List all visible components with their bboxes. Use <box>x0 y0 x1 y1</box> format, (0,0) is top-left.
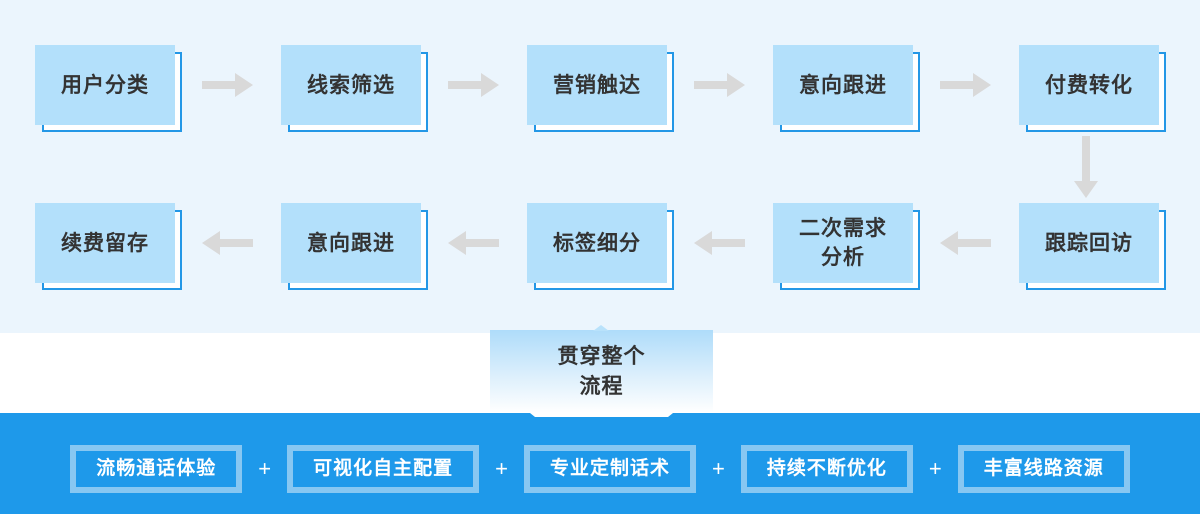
arrow-shaft <box>466 239 499 247</box>
flow-step-label: 用户分类 <box>61 73 149 97</box>
feature-rich-line-resources: 丰富线路资源 <box>957 445 1130 493</box>
plus-separator: + <box>258 456 272 481</box>
arrow-head <box>940 231 958 255</box>
plus-separator: + <box>712 456 725 481</box>
arrow-head <box>448 231 466 255</box>
arrow-head <box>694 231 712 255</box>
arrow-head <box>727 73 745 97</box>
flow-step-renewal-retention: 续费留存 <box>35 203 182 290</box>
feature-visual-self-configuration: 可视化自主配置 <box>287 445 480 493</box>
flow-step-label: 付费转化 <box>1045 73 1133 97</box>
arrow-shaft <box>958 239 991 247</box>
flow-step-tag-segmentation: 标签细分 <box>527 203 674 290</box>
feature-professional-custom-scripts: 专业定制话术 <box>523 445 696 493</box>
arrow-head <box>481 73 499 97</box>
full-process-banner: 贯穿整个 流程 <box>490 325 713 413</box>
arrow-left-icon <box>202 231 253 255</box>
arrow-head <box>235 73 253 97</box>
feature-smooth-call-experience: 流畅通话体验 <box>70 445 243 493</box>
flow-step-intent-follow-up-2: 意向跟进 <box>281 203 428 290</box>
flow-step-lead-screening: 线索筛选 <box>281 45 428 132</box>
arrow-left-icon <box>448 231 499 255</box>
arrow-left-icon <box>694 231 745 255</box>
banner-bottom-tab <box>530 413 673 417</box>
arrow-shaft <box>448 81 481 89</box>
arrow-shaft <box>202 81 235 89</box>
flow-step-intent-follow-up: 意向跟进 <box>773 45 920 132</box>
arrow-right-icon <box>202 73 253 97</box>
flow-step-marketing-reach: 营销触达 <box>527 45 674 132</box>
banner-top-notch <box>593 325 609 331</box>
flow-step-label: 线索筛选 <box>307 73 395 97</box>
arrow-right-icon <box>694 73 745 97</box>
plus-separator: + <box>928 456 942 481</box>
arrow-head <box>973 73 991 97</box>
arrow-left-icon <box>940 231 991 255</box>
arrow-head <box>1074 181 1098 198</box>
arrow-shaft <box>712 239 745 247</box>
flow-step-secondary-demand-analysis: 二次需求 分析 <box>773 203 920 290</box>
arrow-right-icon <box>448 73 499 97</box>
flow-step-label: 二次需求 分析 <box>799 217 887 269</box>
flow-step-label: 意向跟进 <box>307 231 395 255</box>
flow-step-user-classification: 用户分类 <box>35 45 182 132</box>
arrow-shaft <box>694 81 727 89</box>
flow-step-follow-up-visit: 跟踪回访 <box>1019 203 1166 290</box>
flow-step-label: 标签细分 <box>553 231 641 255</box>
arrow-head <box>202 231 220 255</box>
flow-diagram-section: 用户分类 线索筛选 营销触达 意向跟进 付费转化 <box>0 0 1200 333</box>
feature-continuous-optimization: 持续不断优化 <box>740 445 913 493</box>
flow-step-label: 跟踪回访 <box>1045 231 1133 255</box>
flow-step-label: 营销触达 <box>553 73 641 97</box>
arrow-shaft <box>1082 136 1090 181</box>
feature-bar-items: 流畅通话体验 + 可视化自主配置 + 专业定制话术 + 持续不断优化 + 丰富线… <box>65 445 1135 493</box>
banner-label: 贯穿整个 流程 <box>557 344 646 398</box>
flow-step-paid-conversion: 付费转化 <box>1019 45 1166 132</box>
arrow-shaft <box>220 239 253 247</box>
flow-step-label: 续费留存 <box>61 231 149 255</box>
arrow-right-icon <box>940 73 991 97</box>
arrow-shaft <box>940 81 973 89</box>
arrow-down-icon <box>1074 136 1098 198</box>
flow-step-label: 意向跟进 <box>799 73 887 97</box>
feature-bar: 流畅通话体验 + 可视化自主配置 + 专业定制话术 + 持续不断优化 + 丰富线… <box>0 413 1200 514</box>
plus-separator: + <box>495 456 508 481</box>
